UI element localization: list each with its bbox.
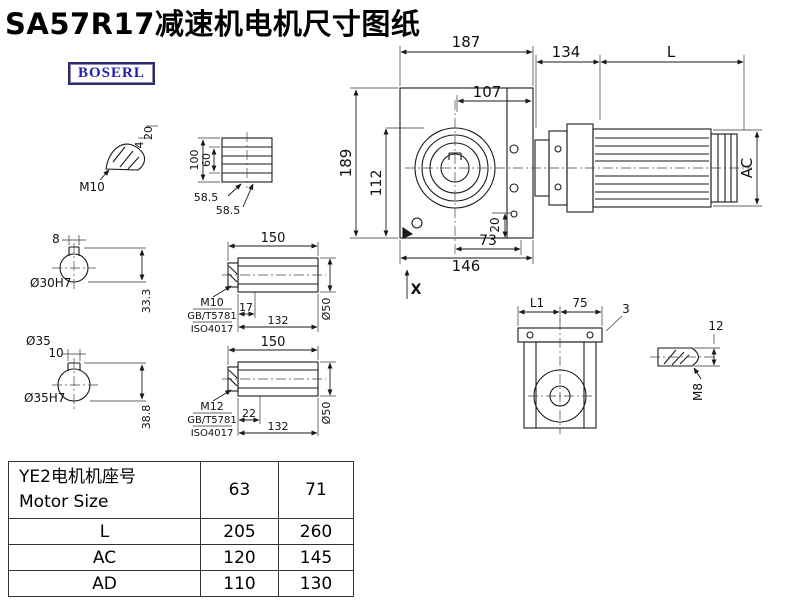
boserl-logo: BOSERL (68, 62, 155, 85)
dim-20-breather: 20 (142, 126, 155, 140)
value-AC-63: 120 (200, 544, 279, 571)
label-d35h7: Ø35H7 (24, 391, 65, 405)
motor-size-63: 63 (200, 461, 279, 519)
dim-20-front: 20 (488, 217, 502, 232)
table-row-AD: AD 110 130 (8, 570, 354, 597)
row-label-AD: AD (8, 570, 201, 597)
dim-189: 189 (337, 149, 355, 178)
leader-lines (99, 169, 702, 402)
table-header-cn: YE2电机机座号 (19, 467, 136, 488)
dim-150-a: 150 (261, 231, 286, 246)
label-m10-breather: M10 (79, 180, 105, 194)
boserl-logo-text: BOSERL (78, 65, 145, 81)
dim-388: 38.8 (140, 405, 153, 430)
dim-10: 10 (48, 346, 63, 360)
dim-4-breather: 4 (133, 142, 146, 149)
label-x: X (411, 282, 422, 298)
label-d30h7: Ø30H7 (30, 276, 71, 290)
dim-22: 22 (242, 407, 256, 420)
dim-AC: AC (738, 158, 756, 178)
dim-8: 8 (52, 232, 60, 246)
drain-marker (402, 226, 414, 239)
dim-150-b: 150 (261, 335, 286, 350)
label-m10-shaft: M10 (200, 296, 224, 309)
label-gb-a: GB/T5781 (187, 311, 237, 322)
dim-112: 112 (369, 170, 385, 197)
value-AC-71: 145 (278, 544, 354, 571)
table-header-en: Motor Size (19, 492, 109, 512)
dim-333: 33.3 (140, 289, 153, 314)
motor-size-table: YE2电机机座号 Motor Size 63 71 L 205 260 AC 1… (8, 461, 354, 597)
dim-132-a: 132 (268, 314, 289, 327)
dim-60: 60 (200, 153, 213, 167)
extension-lines (62, 46, 762, 436)
part-views (57, 87, 738, 429)
table-row-L: L 205 260 (8, 518, 354, 545)
page-title: SA57R17减速机电机尺寸图纸 (5, 7, 421, 41)
table-header-cell: YE2电机机座号 Motor Size (8, 461, 201, 519)
row-label-AC: AC (8, 544, 201, 571)
value-L-63: 205 (200, 518, 279, 545)
label-d35: Ø35 (26, 334, 51, 348)
motor-size-71: 71 (278, 461, 354, 519)
table-header-row: YE2电机机座号 Motor Size 63 71 (8, 461, 354, 519)
table-row-AC: AC 120 145 (8, 544, 354, 571)
dimension-lines (139, 49, 760, 436)
row-label-L: L (8, 518, 201, 545)
value-AD-63: 110 (200, 570, 279, 597)
dim-d50-a: Ø50 (320, 298, 333, 321)
dimension-texts: 187 107 189 112 146 73 20 X 134 L AC M10… (24, 33, 756, 439)
dim-L: L (667, 43, 676, 61)
value-AD-71: 130 (278, 570, 354, 597)
dim-d50-b: Ø50 (320, 402, 333, 425)
center-lines (52, 100, 752, 434)
label-iso-b: ISO4017 (191, 428, 234, 439)
dim-585-a: 58.5 (194, 191, 219, 204)
dim-107: 107 (473, 83, 502, 101)
dim-17: 17 (239, 301, 253, 314)
dim-134: 134 (552, 43, 581, 61)
label-m8: M8 (691, 383, 705, 401)
dim-132-b: 132 (268, 420, 289, 433)
front-view (399, 87, 534, 239)
dim-187: 187 (452, 33, 481, 51)
dim-12: 12 (708, 319, 723, 333)
breather-plug-view (105, 143, 146, 171)
value-L-71: 260 (278, 518, 354, 545)
dim-3: 3 (622, 302, 630, 316)
label-m12-shaft: M12 (200, 400, 224, 413)
label-gb-b: GB/T5781 (187, 415, 237, 426)
dim-146: 146 (452, 257, 481, 275)
dim-75: 75 (572, 296, 587, 310)
dim-100: 100 (188, 150, 201, 171)
dim-73: 73 (479, 233, 497, 249)
dim-585-b: 58.5 (216, 204, 241, 217)
label-iso-a: ISO4017 (191, 324, 234, 335)
dim-L1: L1 (530, 296, 544, 310)
